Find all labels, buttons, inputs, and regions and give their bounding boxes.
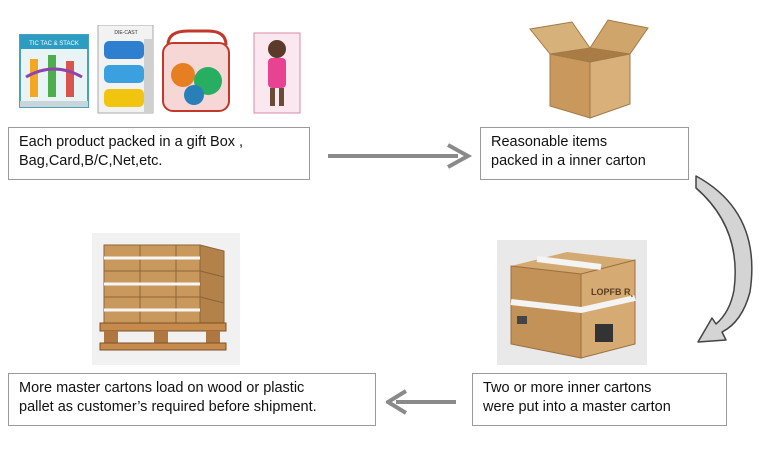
step-2-line-1: Reasonable items xyxy=(491,134,608,150)
toy-gift-box-image: TIC TAC & STACK xyxy=(19,34,89,108)
product-photos: TIC TAC & STACK DIE-CAST xyxy=(18,25,308,120)
car-card-brand: DIE-CAST xyxy=(114,30,137,36)
curved-arrow-icon xyxy=(692,172,760,357)
open-inner-carton-image xyxy=(520,14,660,122)
step-1-line-1: Each product packed in a gift Box , xyxy=(19,134,244,150)
toy-bag-image xyxy=(162,29,230,112)
step-4-line-2: pallet as customer’s required before shi… xyxy=(19,399,317,415)
step-1-line-2: Bag,Card,B/C,Net,etc. xyxy=(19,153,163,169)
step-2-box: Reasonable items packed in a inner carto… xyxy=(480,127,689,180)
arrow-right-icon xyxy=(328,143,473,169)
step-1-box: Each product packed in a gift Box , Bag,… xyxy=(8,127,310,180)
pallet-cartons-image xyxy=(92,233,240,365)
step-2-line-2: packed in a inner carton xyxy=(491,153,646,169)
step-3-line-1: Two or more inner cartons xyxy=(483,380,652,396)
die-cast-cars-card-image: DIE-CAST xyxy=(97,25,154,114)
step-3-box: Two or more inner cartons were put into … xyxy=(472,373,727,426)
step-4-line-1: More master cartons load on wood or plas… xyxy=(19,380,305,396)
doll-package-image xyxy=(253,32,301,114)
arrow-left-icon xyxy=(386,389,456,415)
step-3-line-2: were put into a master carton xyxy=(483,399,671,415)
toy-box-title: TIC TAC & STACK xyxy=(29,41,79,47)
step-4-box: More master cartons load on wood or plas… xyxy=(8,373,376,426)
master-carton-text: LOPFB R¸ xyxy=(591,287,634,297)
master-carton-image: LOPFB R¸ xyxy=(497,240,647,365)
